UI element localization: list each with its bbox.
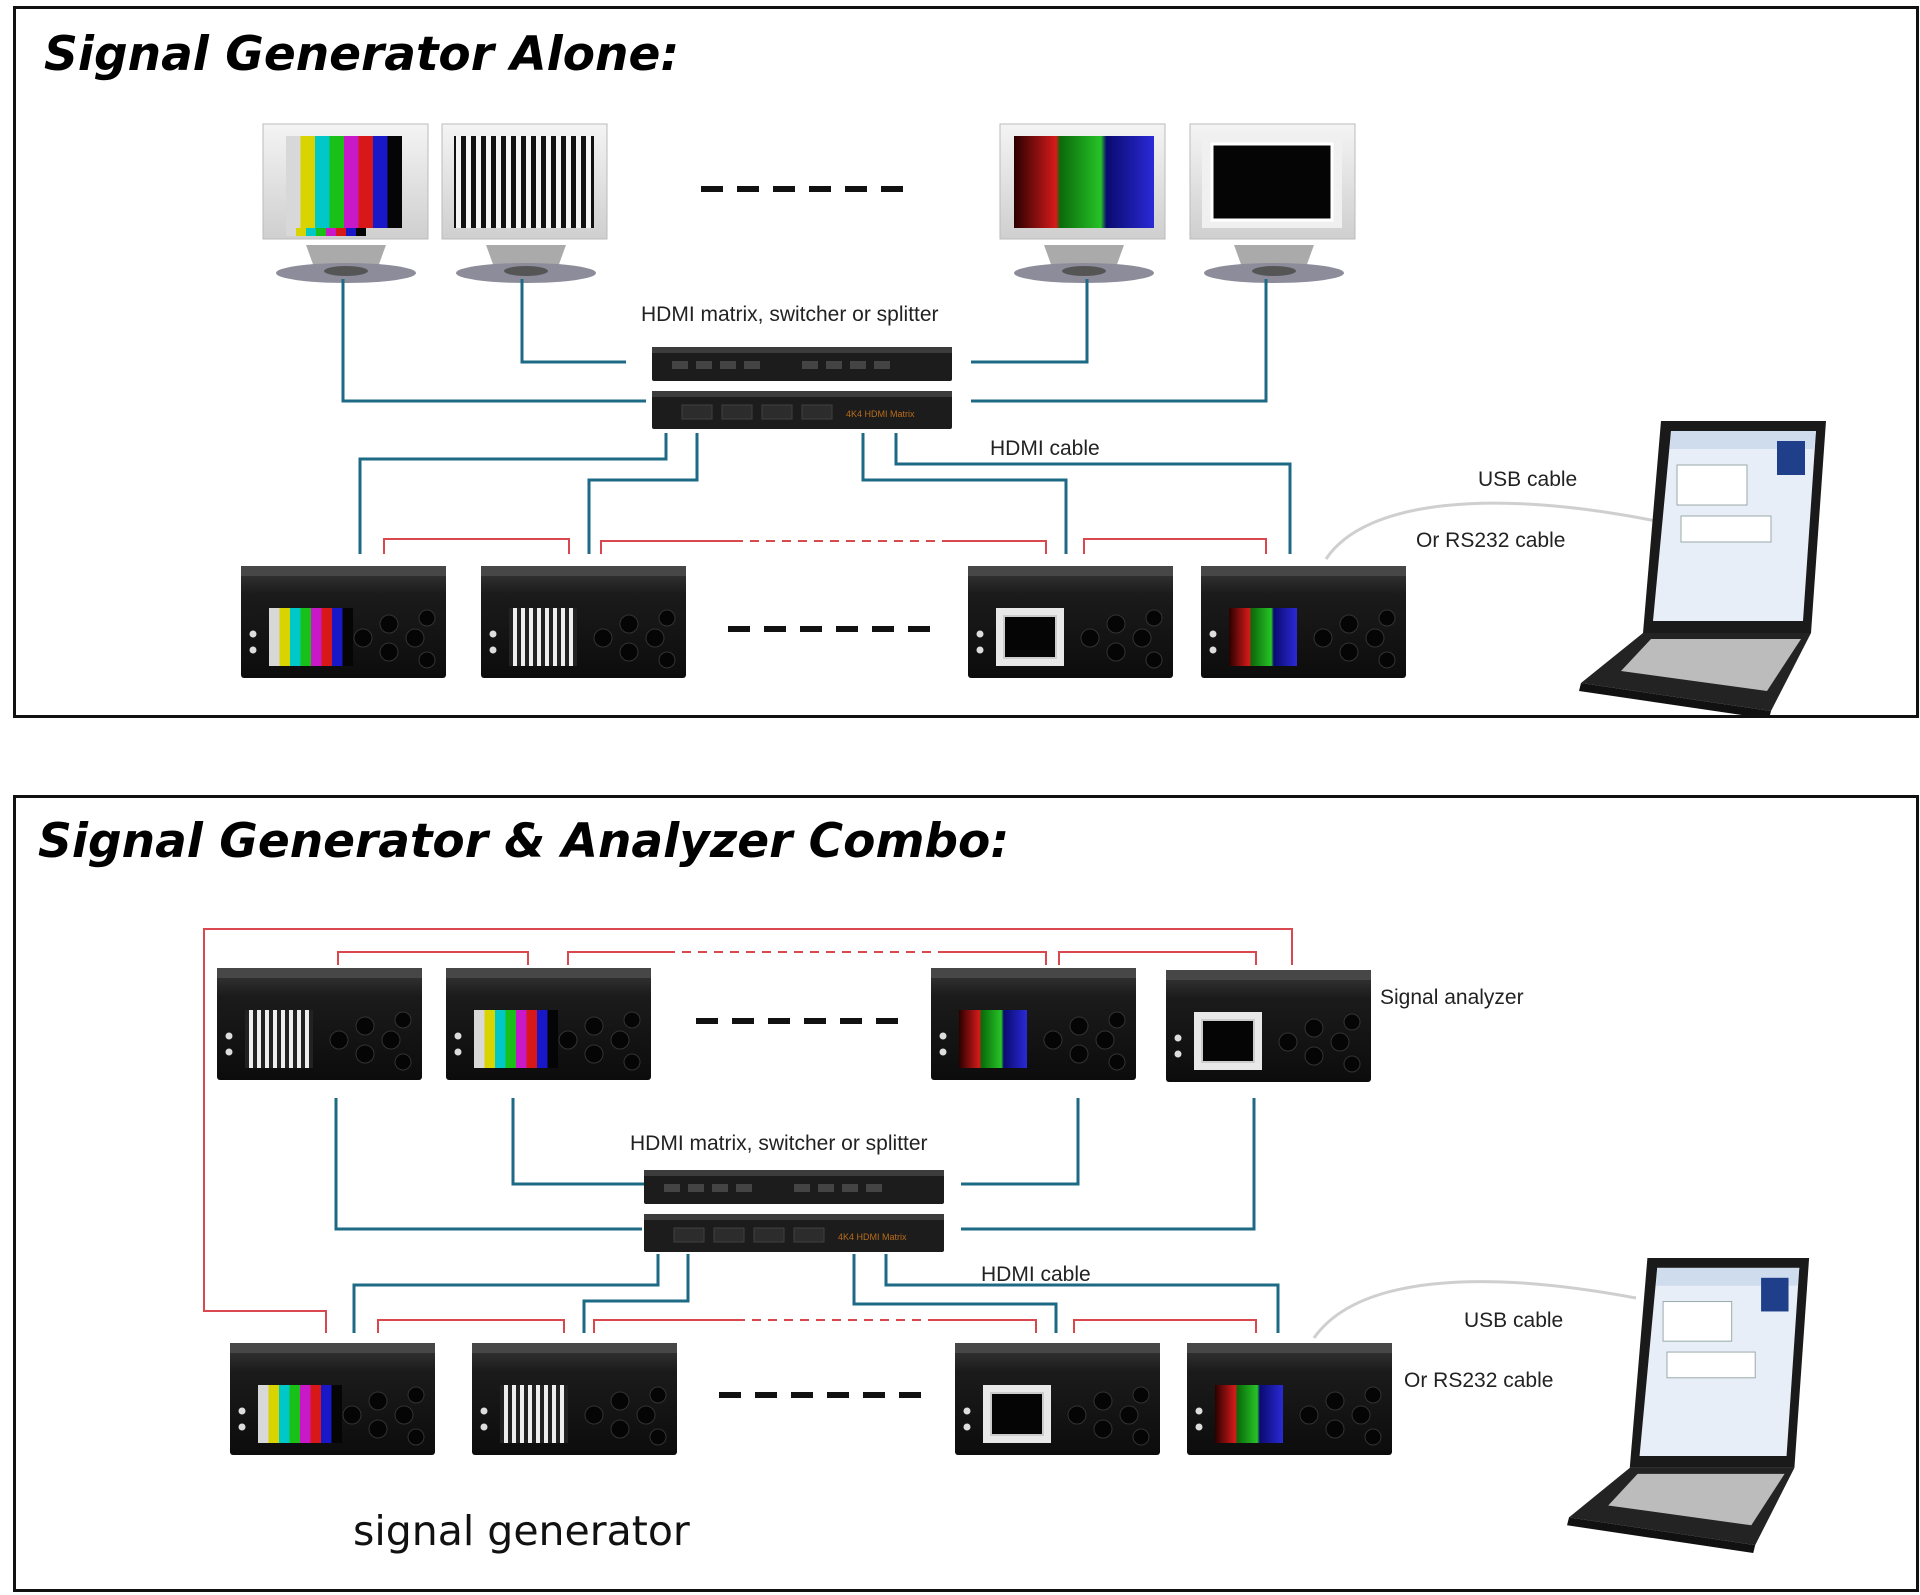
rs232-cable-label: Or RS232 cable [1404,1369,1553,1392]
matrix-label: HDMI matrix, switcher or splitter [630,1132,928,1155]
usb-cable-label: USB cable [1464,1309,1563,1332]
panel-generator-alone: Signal Generator Alone: [13,6,1919,718]
monitor-colorbars [262,123,429,283]
matrix-label: HDMI matrix, switcher or splitter [641,303,939,326]
matrix-brand-text: 4K4 HDMI Matrix [838,1232,907,1242]
laptop [1578,420,1827,715]
hdmi-matrix-device: 4K4 HDMI Matrix [643,1169,945,1253]
generator-device-stripes [471,1342,678,1456]
panel-title: Signal Generator Alone: [44,27,680,82]
generator-device-rgb [1200,565,1407,679]
hdmi-matrix-device: 4K4 HDMI Matrix [651,346,953,430]
analyzer-device-rgb [930,967,1137,1081]
monitor-stripes [441,123,608,283]
monitor-rgb [999,123,1166,283]
analyzer-label: Signal analyzer [1380,986,1524,1009]
rs232-cable-label: Or RS232 cable [1416,529,1565,552]
diagram-generator-analyzer-combo: Signal analyzer 4K4 HDMI Matrix HDMI mat… [203,928,1810,1555]
analyzer-device-frame [1165,969,1372,1083]
diagram-generator-alone: 4K4 HDMI Matrix HDMI matrix, switcher or… [240,123,1827,715]
analyzer-device-stripes [216,967,423,1081]
panel-generator-analyzer-combo: Signal Generator & Analyzer Combo: Sign [13,795,1919,1592]
usb-cable-label: USB cable [1478,468,1577,491]
generator-device-colorbars [240,565,447,679]
laptop [1566,1257,1810,1554]
analyzer-device-colorbars [445,967,652,1081]
generator-device-rgb [1186,1342,1393,1456]
generator-device-stripes [480,565,687,679]
generator-label: signal generator [353,1507,690,1555]
panel-title: Signal Generator & Analyzer Combo: [38,814,1010,869]
hdmi-cable-label: HDMI cable [990,437,1100,460]
matrix-brand-text: 4K4 HDMI Matrix [846,409,915,419]
generator-device-frame [967,565,1174,679]
hdmi-cable-label: HDMI cable [981,1263,1091,1286]
monitor-black-frame [1189,123,1356,283]
generator-device-colorbars [229,1342,436,1456]
generator-device-frame [954,1342,1161,1456]
